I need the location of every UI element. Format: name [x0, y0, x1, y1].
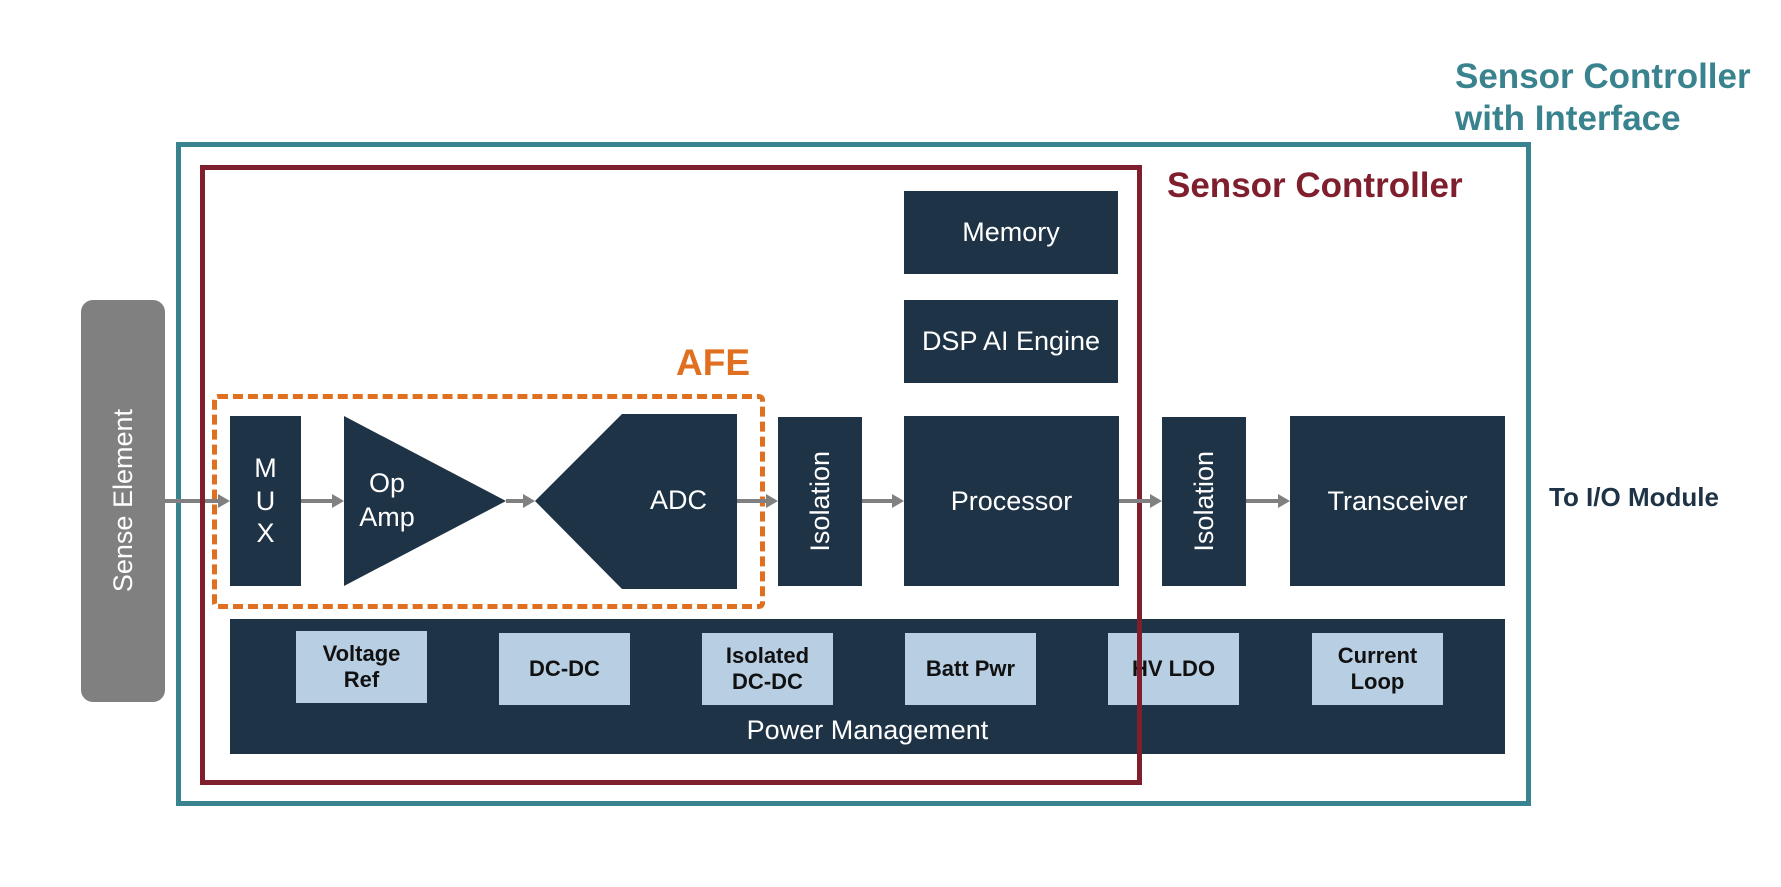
power-item-isolated-dc-dc[interactable]: Isolated DC-DC	[702, 633, 833, 705]
isolation-block-1[interactable]: Isolation	[778, 417, 862, 586]
transceiver-label: Transceiver	[1327, 485, 1468, 516]
isolation-1-label: Isolation	[804, 451, 835, 552]
sensor-controller-boundary-overlay-left	[200, 394, 205, 609]
power-item-hv-ldo[interactable]: HV LDO	[1108, 633, 1239, 705]
memory-block[interactable]: Memory	[904, 191, 1118, 274]
adc-shape	[535, 414, 737, 589]
mux-label: M U X	[254, 453, 277, 549]
op-amp-label[interactable]: Op Amp	[359, 468, 415, 532]
afe-label: AFE	[676, 342, 750, 383]
processor-block[interactable]: Processor	[904, 416, 1119, 586]
power-item-dc-dc[interactable]: DC-DC	[499, 633, 630, 705]
mux-block[interactable]: M U X	[230, 416, 301, 586]
power-item-voltage-ref[interactable]: Voltage Ref	[296, 631, 427, 703]
isolation-block-2[interactable]: Isolation	[1162, 417, 1246, 586]
sensor-controller-boundary-overlay	[1137, 619, 1142, 754]
power-management-label: Power Management	[746, 715, 989, 745]
processor-label: Processor	[950, 485, 1073, 516]
power-item-batt-pwr[interactable]: Batt Pwr	[905, 633, 1036, 705]
isolation-2-label: Isolation	[1188, 451, 1219, 552]
dsp-ai-engine-block[interactable]: DSP AI Engine	[904, 300, 1118, 383]
sensor-controller-with-interface-boundary	[176, 142, 1531, 806]
power-management-block[interactable]	[230, 619, 1505, 754]
power-item-current-loop[interactable]: Current Loop	[1312, 633, 1443, 705]
memory-label: Memory	[962, 217, 1060, 247]
dsp-ai-engine-label: DSP AI Engine	[921, 326, 1101, 356]
adc-label[interactable]: ADC	[650, 485, 708, 515]
interface-title: Sensor Controller with Interface	[1455, 57, 1751, 138]
sensor-controller-title: Sensor Controller	[1167, 166, 1463, 205]
transceiver-block[interactable]: Transceiver	[1290, 416, 1505, 586]
to-io-module-label: To I/O Module	[1549, 482, 1719, 512]
sense-element[interactable]: Sense Element	[81, 300, 165, 702]
op-amp-triangle	[344, 416, 506, 586]
